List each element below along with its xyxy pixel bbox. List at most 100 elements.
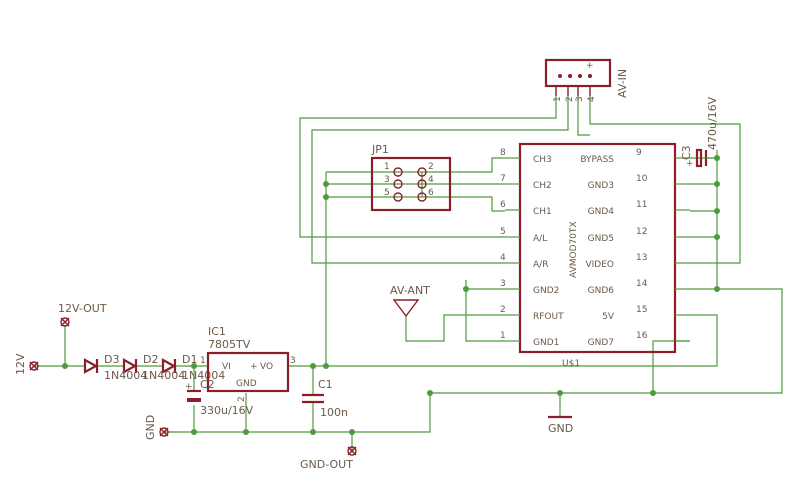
junction	[463, 286, 469, 292]
u1-pin-number: 3	[500, 279, 506, 289]
jp1-pin4-label: 4	[428, 175, 434, 185]
av-in-connector: + AV-IN 1 2 3 4	[544, 58, 629, 102]
wire-jp1-ch1	[400, 196, 505, 212]
jp1-body	[370, 156, 452, 212]
u1-pin-number: 7	[500, 174, 506, 184]
junction	[323, 181, 329, 187]
junction	[191, 363, 197, 369]
av-in-pin	[568, 74, 572, 78]
c3-name-label: C3	[680, 145, 693, 160]
wires	[34, 96, 783, 450]
jp1-pin2-label: 2	[428, 162, 434, 172]
wire-jp1-ch3	[400, 157, 505, 173]
in-12v-label: 12V	[14, 353, 27, 375]
c3-value-label: 470u/16V	[706, 96, 719, 150]
c2-name-label: C2	[200, 378, 215, 391]
av-in-pin	[578, 74, 582, 78]
c1-value-label: 100n	[320, 406, 348, 419]
jp1-pin	[417, 192, 427, 202]
power-section: 12V-OUT 12V D3 D2 D1 1N4004 1N4	[14, 302, 357, 471]
ic1-vi-label: VI	[222, 362, 231, 372]
av-in-label: AV-IN	[616, 69, 629, 98]
terminal-gnd-out	[347, 446, 357, 456]
u1-pin-name: GND4	[588, 207, 615, 217]
junction	[427, 390, 433, 396]
junction	[310, 363, 316, 369]
gnd-symbol: GND	[548, 415, 573, 435]
av-in-pin	[558, 74, 562, 78]
diode-d3	[83, 358, 99, 374]
junction	[650, 390, 656, 396]
wire-gnd7	[652, 340, 690, 393]
u1-pin-number: 11	[636, 200, 647, 210]
wire-gnd6	[430, 288, 783, 394]
u1-pin-number: 16	[636, 331, 648, 341]
u1-pin-number: 4	[500, 253, 506, 263]
u1-pin-name: RFOUT	[533, 312, 564, 322]
junction	[714, 181, 720, 187]
junction	[323, 194, 329, 200]
u1-name-label: U$1	[562, 359, 580, 369]
junction	[349, 429, 355, 435]
d1-value-label: 1N4004	[182, 369, 225, 382]
svg-text:+: +	[185, 382, 193, 392]
u1-pin-name: GND2	[533, 286, 559, 296]
diode-d1	[161, 358, 177, 374]
junction	[310, 429, 316, 435]
junction	[714, 208, 720, 214]
jp1-pin	[393, 192, 403, 202]
ic1-gnd-label: GND	[236, 379, 257, 389]
u1-pin-name: A/R	[533, 260, 548, 270]
c1-capacitor	[302, 393, 324, 404]
d3-value-label: 1N4004	[104, 369, 147, 382]
u1-pin-name: GND7	[588, 338, 614, 348]
jp1-header: JP1 1 3 5 2 4 6	[370, 143, 452, 212]
u1-pin-name: GND5	[588, 234, 614, 244]
u1-pin-name: CH2	[533, 181, 552, 191]
junction	[557, 390, 563, 396]
d2-value-label: 1N4004	[142, 369, 185, 382]
u1-pin-number: 15	[636, 305, 647, 315]
terminal-gnd-in	[159, 427, 169, 437]
u1-pin-number: 6	[500, 200, 506, 210]
u1-pin-name: GND1	[533, 338, 559, 348]
wire-avin-1	[299, 96, 557, 238]
u1-pin-number: 2	[500, 305, 506, 315]
u1-pin-number: 1	[500, 331, 506, 341]
u1-pin-name: BYPASS	[580, 155, 614, 165]
ic1-name-label: IC1	[208, 325, 226, 338]
u1-body	[518, 142, 677, 354]
av-in-pin4-label: 4	[587, 96, 597, 102]
c1-name-label: C1	[318, 378, 333, 391]
av-in-body	[544, 58, 612, 88]
u1-part-label: AVMOD70TX	[569, 221, 579, 278]
junction	[714, 234, 720, 240]
gnd-in-label: GND	[144, 415, 157, 440]
wire-avin-2	[311, 96, 569, 264]
u1-pin-number: 13	[636, 253, 647, 263]
jp1-pin	[417, 167, 427, 177]
c3-capacitor: + C3 470u/16V	[680, 96, 719, 169]
c3-plus: +	[686, 159, 694, 169]
jp1-label: JP1	[371, 143, 389, 156]
wire-avin-4	[589, 96, 741, 264]
junctions	[62, 155, 720, 435]
av-in-pin3-label: 3	[575, 96, 585, 102]
av-in-pin	[588, 74, 592, 78]
av-ant-label: AV-ANT	[390, 284, 430, 297]
av-ant-antenna: AV-ANT	[390, 284, 430, 318]
d3-label: D3	[104, 353, 119, 366]
terminal-12v-in	[29, 361, 39, 371]
u1-pin-number: 14	[636, 279, 648, 289]
ic1-body	[206, 351, 290, 393]
gnd-symbol-label: GND	[548, 422, 573, 435]
u1-pin-name: A/L	[533, 234, 547, 244]
u1-pin-name: GND3	[588, 181, 614, 191]
ic1-pin2-label: 2	[237, 396, 247, 402]
gnd-out-label: GND-OUT	[300, 458, 353, 471]
u1-pin-name: GND6	[588, 286, 615, 296]
junction	[243, 429, 249, 435]
